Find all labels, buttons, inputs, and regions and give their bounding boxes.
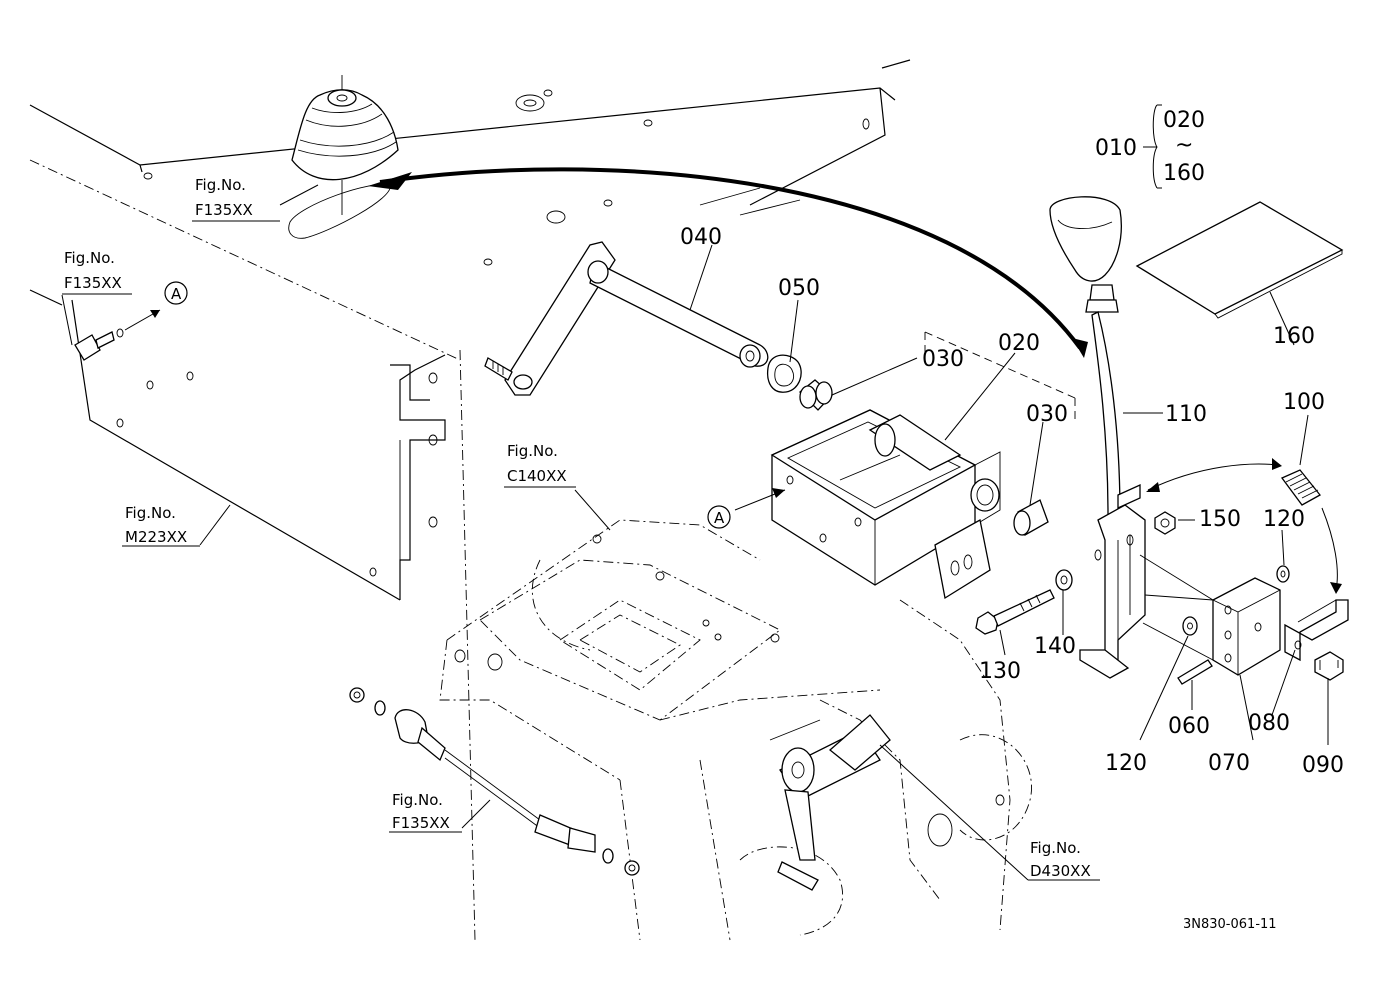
assembly-arrow — [368, 167, 1088, 358]
label-110: 110 — [1165, 402, 1207, 427]
fig-ref-fork-line2: D430XX — [1030, 862, 1091, 880]
label-160-range: 160 — [1163, 161, 1205, 186]
label-120-lower: 120 — [1105, 751, 1147, 776]
label-020-range: 020 — [1163, 108, 1205, 133]
fig-ref-cable-line1: Fig.No. — [392, 791, 443, 809]
fig-ref-bolt-line1: Fig.No. — [64, 249, 115, 267]
callout-a-upper-letter: A — [171, 285, 182, 303]
nut — [1154, 511, 1176, 535]
pivot-bolt — [975, 569, 1073, 635]
label-020: 020 — [998, 331, 1040, 356]
label-range-tilde: ~ — [1175, 133, 1193, 158]
fig-ref-panel-line2: M223XX — [125, 528, 187, 546]
label-030-upper: 030 — [922, 347, 964, 372]
label-070: 070 — [1208, 751, 1250, 776]
label-120-upper: 120 — [1263, 507, 1305, 532]
label-130: 130 — [979, 659, 1021, 684]
leader-lines — [61, 104, 1329, 881]
label-010: 010 — [1095, 136, 1137, 161]
shift-lever — [1049, 196, 1146, 679]
callout-a-lower: A — [707, 505, 731, 529]
figure-references: Fig.No. F135XX Fig.No. F135XX Fig.No. M2… — [62, 176, 1100, 881]
fig-ref-housing-line1: Fig.No. — [507, 442, 558, 460]
label-030-right: 030 — [1026, 402, 1068, 427]
shift-boot — [291, 75, 399, 215]
detent-block — [1139, 554, 1290, 685]
control-cable — [349, 687, 640, 876]
lever-bracket — [770, 331, 1076, 600]
label-080: 080 — [1248, 711, 1290, 736]
bushing-right — [1013, 499, 1049, 536]
fig-ref-bolt-line2: F135XX — [64, 274, 122, 292]
callout-a-upper: A — [164, 281, 188, 305]
fig-ref-boot-line2: F135XX — [195, 201, 253, 219]
fig-ref-fork-line1: Fig.No. — [1030, 839, 1081, 857]
part-labels: 010 020 ~ 160 040 050 030 020 030 110 16… — [680, 108, 1344, 778]
operator-manual — [1135, 201, 1344, 319]
diagram-id: 3N830-061-11 — [1183, 917, 1277, 932]
return-spring — [1146, 458, 1342, 594]
bushing-upper — [799, 379, 833, 411]
o-ring — [766, 354, 802, 393]
callout-arrows — [734, 488, 786, 511]
side-panel — [29, 289, 476, 941]
fig-ref-boot-line1: Fig.No. — [195, 176, 246, 194]
label-100: 100 — [1283, 390, 1325, 415]
callout-a-lower-letter: A — [714, 509, 725, 527]
spring-bracket — [1284, 599, 1349, 681]
label-150: 150 — [1199, 507, 1241, 532]
label-090: 090 — [1302, 753, 1344, 778]
label-040: 040 — [680, 225, 722, 250]
fig-ref-housing-line2: C140XX — [507, 467, 567, 485]
transmission-housing — [439, 519, 1032, 941]
label-060: 060 — [1168, 714, 1210, 739]
label-140: 140 — [1034, 634, 1076, 659]
label-160: 160 — [1273, 324, 1315, 349]
shift-arm — [484, 241, 769, 396]
label-050: 050 — [778, 276, 820, 301]
bolt-left — [74, 309, 161, 361]
fig-ref-panel-line1: Fig.No. — [125, 504, 176, 522]
fig-ref-cable-line2: F135XX — [392, 814, 450, 832]
shift-fork — [769, 714, 891, 891]
floor-plate — [29, 59, 911, 361]
